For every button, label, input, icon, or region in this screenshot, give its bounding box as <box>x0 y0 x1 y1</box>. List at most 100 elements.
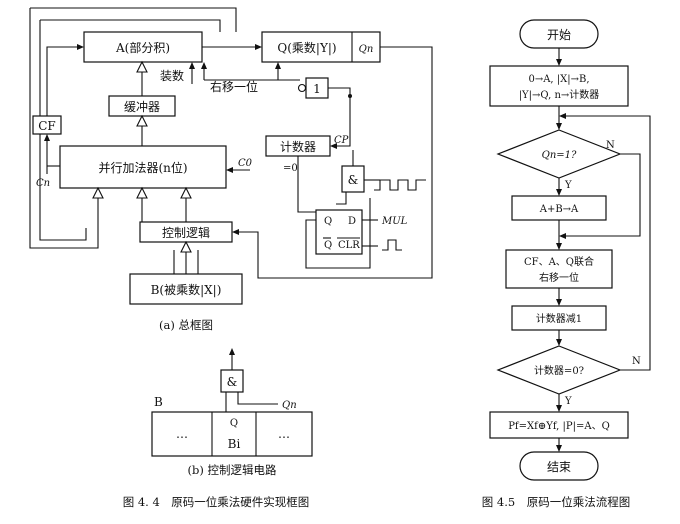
inner-top-line <box>40 19 221 32</box>
junction-dot <box>348 94 352 98</box>
shift-q-arrowhead <box>275 62 281 69</box>
load-arrowhead <box>189 62 195 69</box>
cell-ellipsis-left: … <box>176 427 188 441</box>
a-register <box>83 31 203 63</box>
cf-to-a-line <box>46 46 78 116</box>
circuit-qn-label: Qn <box>282 400 297 411</box>
load-label: 装数 <box>160 68 184 83</box>
counter-decrement-label: 计数器减1 <box>536 312 582 325</box>
init-line-2: |Y|→Q, n→计数器 <box>519 88 600 101</box>
flow-arrow-8 <box>556 445 562 452</box>
c0-arrowhead <box>226 167 233 173</box>
shift-line-1: CF、A、Q联合 <box>524 255 594 268</box>
block-diagram: A(部分积) CF Cn 缓冲器 装数 Q(乘数|Y|) Qn 右移一位 <box>29 7 433 332</box>
cell-bi-q: Q <box>230 418 238 429</box>
cp-line <box>336 118 351 147</box>
cn-arrowhead <box>44 134 50 141</box>
flow-arrow-5 <box>556 299 562 306</box>
cell-ellipsis-right: … <box>278 427 290 441</box>
n1-loop-line <box>565 153 641 237</box>
caption-a: (a) 总框图 <box>159 318 213 332</box>
a-register-label: A(部分积) <box>115 40 170 55</box>
buffer-label: 缓冲器 <box>124 99 160 114</box>
shift-right-label: 右移一位 <box>210 79 258 94</box>
qn-to-and-line <box>237 392 278 405</box>
b-register <box>129 273 243 305</box>
cn-label: Cn <box>36 178 50 189</box>
decision-counter-label: 计数器=0? <box>534 364 584 377</box>
caption-b: (b) 控制逻辑电路 <box>188 463 277 477</box>
flow-arrow-4 <box>556 243 562 250</box>
shift-box <box>505 249 613 289</box>
flowchart: 开始 0→A, |X|→B, |Y|→Q, n→计数器 Qn=1? N Y A+… <box>489 19 651 481</box>
pulse-waveform <box>382 239 402 251</box>
flow-arrow-6 <box>556 339 562 346</box>
parallel-adder <box>59 145 227 189</box>
y2-label: Y <box>564 396 572 407</box>
left-loop-line <box>29 8 99 249</box>
start-label: 开始 <box>547 28 571 42</box>
control-logic-circuit: & Qn B … Q Bi … (b) 控制逻辑电路 <box>151 348 313 477</box>
adder-label: 并行加法器(n位) <box>98 160 187 175</box>
adder-input-arrow-3 <box>180 186 192 199</box>
ff-qbar-label: Q <box>324 240 332 251</box>
d-flipflop <box>315 209 363 255</box>
counter-decrement-box <box>511 305 607 331</box>
flow-arrow-1 <box>556 59 562 66</box>
qn-label: Qn <box>359 44 374 55</box>
c0-label: C0 <box>238 158 253 169</box>
ff-clr-label: CLR <box>338 240 360 251</box>
a-to-q-arrowhead <box>255 44 262 50</box>
figure-4-5-title: 图 4.5 原码一位乘法流程图 <box>482 495 630 509</box>
decision-qn-label: Qn=1? <box>542 150 577 161</box>
q-register-label: Q(乘数|Y|) <box>277 40 336 55</box>
adder-input-arrow-1 <box>92 186 104 199</box>
cp-label: CP <box>334 135 349 146</box>
qn-feedback-line <box>238 46 433 279</box>
not-gate-bubble <box>297 83 307 93</box>
eq0-label: =0 <box>283 163 298 174</box>
cp-arrowhead <box>330 143 337 149</box>
ff-d-label: D <box>348 216 356 227</box>
ff-q-label: Q <box>324 216 332 227</box>
not-gate-label: 1 <box>313 82 321 96</box>
adder-to-buffer-arrow <box>136 114 148 127</box>
cf-arrowhead <box>77 44 84 50</box>
and-to-ff-line <box>336 192 347 205</box>
end-label: 结束 <box>547 460 571 474</box>
ff-q-feedback-line <box>305 198 371 269</box>
flow-arrow-3 <box>556 189 562 196</box>
end-terminal <box>519 451 599 481</box>
adder-input-arrow-2 <box>136 186 148 199</box>
n2-loop-line <box>565 115 651 371</box>
n2-label: N <box>632 356 641 367</box>
init-line-1: 0→A, |X|→B, <box>528 74 589 85</box>
counter-label: 计数器 <box>280 139 316 154</box>
figure-4-4-title: 图 4. 4 原码一位乘法硬件实现框图 <box>123 495 310 509</box>
b-register-label: B(被乘数|X|) <box>151 282 222 297</box>
top-loop-line <box>30 7 237 32</box>
add-label: A+B→A <box>539 204 579 215</box>
circuit-and-label: & <box>227 375 238 389</box>
shift-line-2: 右移一位 <box>539 271 579 284</box>
add-box <box>511 195 607 221</box>
control-logic-label: 控制逻辑 <box>162 226 210 240</box>
n1-arrowhead <box>559 233 566 239</box>
circuit-and-gate <box>220 369 244 393</box>
shift-q-line <box>204 68 279 81</box>
b-to-control-arrow <box>180 240 192 253</box>
cell-bi: Bi <box>228 437 241 451</box>
circuit-output-arrowhead <box>229 348 235 355</box>
and-gate-label: & <box>348 173 359 187</box>
flow-arrow-2 <box>556 123 562 130</box>
flow-arrow-7 <box>556 405 562 412</box>
result-label: Pf=Xf⊕Yf, |P|=A、Q <box>508 421 610 432</box>
eq0-to-clr-line <box>297 156 316 213</box>
shift-a-arrowhead <box>201 62 207 69</box>
init-box <box>489 65 629 107</box>
clock-waveform <box>374 179 426 191</box>
b-register-short-label: B <box>154 395 163 409</box>
buffer-to-a-arrow <box>136 60 148 73</box>
not-gate-input-line <box>328 87 351 118</box>
